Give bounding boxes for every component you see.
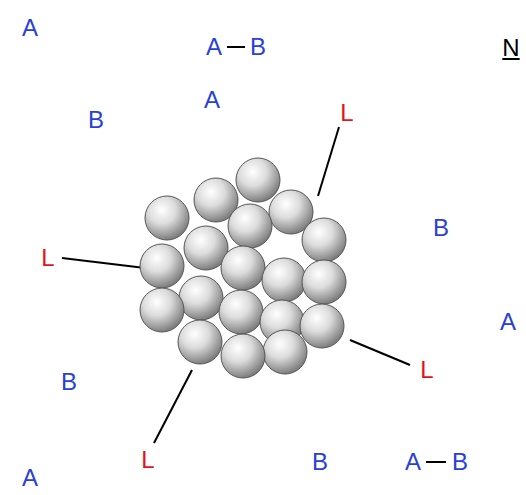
- species-label: B: [312, 450, 328, 474]
- species-label: B: [61, 370, 77, 394]
- atom-cluster: [140, 158, 346, 378]
- species-label: B: [452, 450, 468, 474]
- ligand-line: [62, 127, 410, 443]
- species-label: A: [500, 310, 516, 334]
- ligand-label: L: [141, 448, 154, 472]
- species-label: A: [204, 88, 220, 112]
- species-label: B: [250, 35, 266, 59]
- species-label: B: [88, 108, 104, 132]
- species-label: A: [405, 450, 421, 474]
- ligand-label: L: [41, 246, 54, 270]
- species-label: A: [206, 35, 222, 59]
- species-label: A: [22, 16, 38, 40]
- species-label: A: [22, 466, 38, 490]
- ligand-label: L: [420, 358, 433, 382]
- species-label: B: [433, 216, 449, 240]
- heading-fragment: N: [502, 36, 519, 60]
- ligand-label: L: [340, 101, 353, 125]
